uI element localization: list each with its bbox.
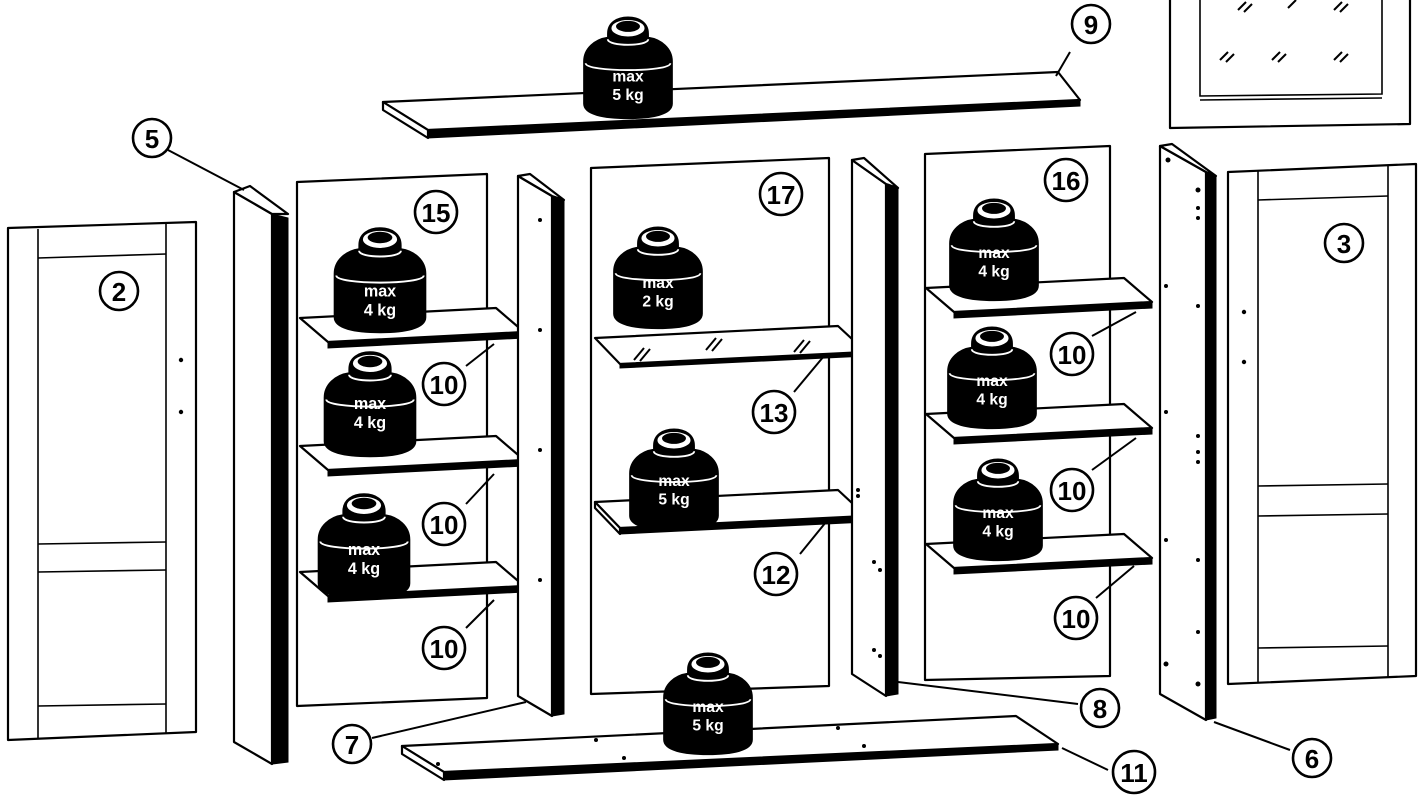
svg-text:5: 5 (145, 124, 159, 154)
svg-text:10: 10 (430, 634, 459, 664)
callout-12: 12 (753, 551, 799, 597)
callout-15: 15 (413, 189, 459, 235)
weight-label-line2: 5 kg (612, 87, 643, 104)
callout-6: 6 (1291, 737, 1333, 779)
weight-label-line1: max (658, 473, 690, 490)
weight-label-line1: max (348, 541, 380, 559)
back-panel-middle (589, 156, 831, 696)
weight-label-line2: 5 kg (692, 717, 723, 734)
callout-11: 11 (1111, 749, 1157, 795)
glass-door-top-right (1168, 0, 1412, 130)
weight-label-line2: 2 kg (642, 293, 673, 310)
callout-9: 9 (1070, 3, 1112, 45)
svg-text:10: 10 (1058, 476, 1087, 506)
svg-text:15: 15 (422, 198, 451, 228)
weight-label-line1: max (364, 282, 396, 300)
weight-label-line1: max (642, 275, 674, 292)
svg-text:13: 13 (760, 398, 789, 428)
svg-text:10: 10 (430, 370, 459, 400)
weight-right-shelf-2: max 4 kg (946, 326, 1038, 430)
svg-text:10: 10 (430, 510, 459, 540)
callout-10-left-3: 10 (421, 625, 467, 671)
top-shelf (381, 70, 1082, 140)
weight-glass-shelf: max 2 kg (612, 226, 704, 330)
weight-label-line2: 4 kg (348, 560, 380, 578)
weight-top-shelf: max 5 kg (582, 16, 674, 120)
callout-13: 13 (751, 389, 797, 435)
svg-text:16: 16 (1052, 166, 1081, 196)
callout-10-right-1: 10 (1049, 331, 1095, 377)
weight-label-line2: 4 kg (364, 301, 396, 319)
callout-10-left-2: 10 (421, 501, 467, 547)
svg-text:9: 9 (1084, 10, 1098, 40)
weight-label-line1: max (612, 69, 644, 86)
left-side-panel (232, 184, 290, 766)
leader-lines (167, 51, 1291, 771)
callout-2: 2 (98, 270, 140, 312)
weight-label-line1: max (978, 245, 1010, 262)
weight-left-shelf-1: max 4 kg (333, 227, 427, 334)
divider-right (850, 156, 900, 698)
callout-10-left-1: 10 (421, 361, 467, 407)
weight-bottom-shelf: max 5 kg (662, 652, 754, 756)
weight-right-shelf-3: max 4 kg (952, 458, 1044, 562)
svg-text:10: 10 (1062, 604, 1091, 634)
weight-label-line1: max (982, 505, 1014, 522)
callout-3: 3 (1323, 222, 1365, 264)
weight-label-line2: 4 kg (978, 263, 1009, 280)
weight-left-shelf-3: max 4 kg (317, 493, 411, 600)
svg-text:17: 17 (767, 180, 796, 210)
right-door (1226, 162, 1418, 686)
weight-right-shelf-1: max 4 kg (948, 198, 1040, 302)
weight-label-line1: max (692, 699, 724, 716)
callout-10-right-3: 10 (1053, 595, 1099, 641)
svg-text:11: 11 (1120, 758, 1148, 788)
weight-label-line2: 4 kg (354, 414, 386, 432)
svg-text:3: 3 (1337, 229, 1351, 259)
weight-middle-shelf: max 5 kg (628, 428, 720, 532)
callout-7: 7 (331, 723, 373, 765)
callout-8: 8 (1079, 687, 1121, 729)
svg-text:2: 2 (112, 277, 126, 307)
callout-17: 17 (758, 171, 804, 217)
weight-label-line2: 4 kg (982, 523, 1013, 540)
divider-left (516, 172, 566, 718)
glass-shelf (593, 324, 868, 369)
weight-label-line1: max (976, 373, 1008, 390)
callout-16: 16 (1043, 157, 1089, 203)
right-side-panel (1158, 142, 1218, 722)
left-door (6, 220, 198, 742)
svg-text:10: 10 (1058, 340, 1087, 370)
weight-label-line2: 5 kg (658, 492, 689, 509)
callout-10-right-2: 10 (1049, 467, 1095, 513)
svg-text:12: 12 (762, 560, 791, 590)
svg-text:8: 8 (1093, 694, 1107, 724)
weight-label-line2: 4 kg (976, 391, 1007, 408)
weight-left-shelf-2: max 4 kg (323, 351, 417, 458)
weight-label-line1: max (354, 395, 386, 413)
svg-text:7: 7 (345, 730, 359, 760)
callout-5: 5 (131, 117, 173, 159)
svg-text:6: 6 (1305, 744, 1319, 774)
